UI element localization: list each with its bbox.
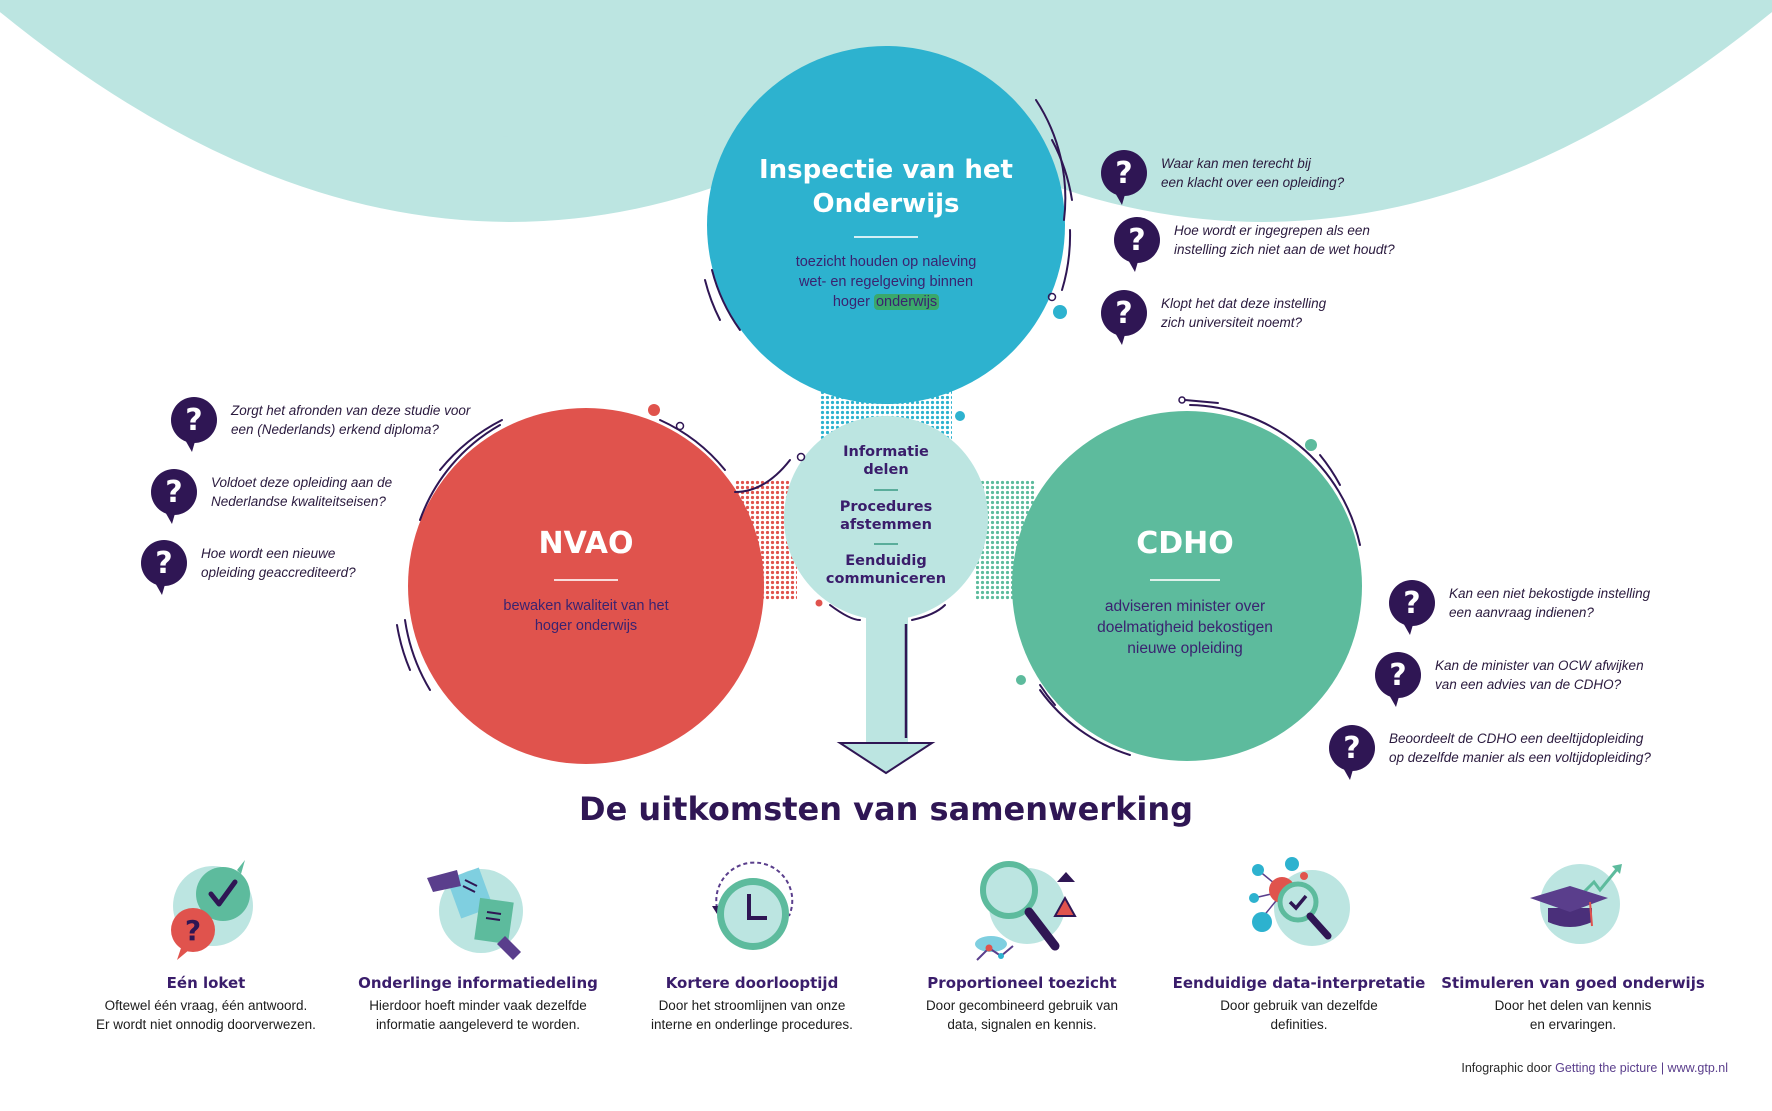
outcomes-heading: De uitkomsten van samenwerking	[579, 790, 1193, 828]
outcome-description: Oftewel één vraag, één antwoord.Er wordt…	[96, 998, 316, 1032]
question-bubble-icon: ?	[141, 540, 187, 586]
outcome-title: Eén loket	[166, 974, 246, 992]
outcome-title: Onderlinge informatiedeling	[358, 974, 598, 992]
cdho-divider	[1150, 579, 1220, 581]
brand-link[interactable]: Getting the picture	[1555, 1061, 1658, 1075]
nvao-description: bewaken kwaliteit van het hoger onderwij…	[503, 598, 669, 634]
circle-center	[784, 416, 988, 620]
question-bubble-icon: ?	[1101, 290, 1147, 336]
outcome-informatiedeling: Onderlinge informatiedeling Hierdoor hoe…	[333, 856, 623, 1034]
outcome-title: Eenduidige data-interpretatie	[1172, 974, 1426, 992]
question-nvao-1: ? Zorgt het afronden van deze studie voo…	[171, 397, 470, 443]
circle-cdho	[1012, 411, 1362, 761]
question-cdho-3: ? Beoordeelt de CDHO een deeltijdopleidi…	[1329, 725, 1651, 771]
outcome-title: Proportioneel toezicht	[927, 974, 1117, 992]
website-link[interactable]: www.gtp.nl	[1667, 1061, 1728, 1075]
highlighted-word: onderwijs	[873, 294, 940, 310]
question-bubble-icon: ?	[1114, 217, 1160, 263]
center-item-communiceren: Eenduidig communiceren	[825, 553, 947, 587]
inspectie-description: toezicht houden op naleving wet- en rege…	[795, 254, 977, 310]
center-item-procedures: Procedures afstemmen	[839, 499, 933, 533]
outcome-proportioneel: Proportioneel toezicht Door gecombineerd…	[877, 856, 1167, 1034]
hands-exchanging-documents-icon	[413, 856, 543, 966]
credit-line: Infographic door Getting the picture | w…	[1461, 1061, 1728, 1075]
question-bubble-icon: ?	[1101, 150, 1147, 196]
inspectie-divider	[854, 236, 918, 238]
outcome-goed-onderwijs: Stimuleren van goed onderwijs Door het d…	[1428, 856, 1718, 1034]
svg-text:?: ?	[185, 914, 201, 947]
center-item-informatie: Informatie delen	[843, 444, 929, 478]
circle-nvao	[408, 408, 764, 764]
question-bubble-icon: ?	[1375, 652, 1421, 698]
nvao-title: NVAO	[538, 526, 634, 561]
magnifier-warning-data-icon	[957, 856, 1087, 966]
question-bubble-icon: ?	[151, 469, 197, 515]
outcome-doorlooptijd: Kortere doorlooptijd Door het stroomlijn…	[607, 856, 897, 1034]
circle-inspectie	[707, 46, 1065, 404]
arrow-shaft	[866, 600, 908, 746]
inspectie-title: Inspectie van het Onderwijs	[759, 155, 1013, 219]
speech-bubbles-question-check-icon: ?	[141, 856, 271, 966]
center-divider	[874, 489, 898, 491]
outcome-een-loket: ? Eén loket Oftewel één vraag, één antwo…	[61, 856, 351, 1034]
center-divider	[874, 543, 898, 545]
outcome-title: Kortere doorlooptijd	[665, 974, 839, 992]
question-bubble-icon: ?	[1389, 580, 1435, 626]
cdho-title: CDHO	[1136, 526, 1234, 561]
arrow-head	[836, 742, 936, 775]
nvao-divider	[554, 579, 618, 581]
graduation-cap-growth-icon	[1508, 856, 1638, 966]
question-bubble-icon: ?	[1329, 725, 1375, 771]
cdho-description: adviseren minister over doelmatigheid be…	[1097, 598, 1273, 657]
magnifier-check-network-icon	[1234, 856, 1364, 966]
outcome-data-interpretatie: Eenduidige data-interpretatie Door gebru…	[1154, 856, 1444, 1034]
outcome-title: Stimuleren van goed onderwijs	[1441, 974, 1705, 992]
clock-rewind-icon	[687, 856, 817, 966]
question-bubble-icon: ?	[171, 397, 217, 443]
